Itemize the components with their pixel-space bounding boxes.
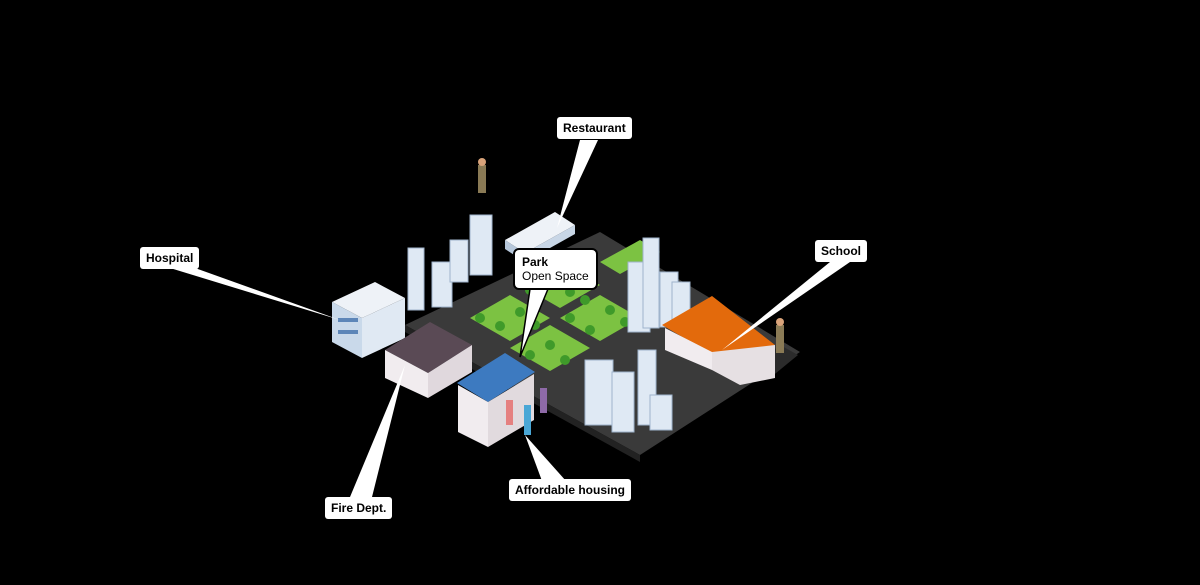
city-base <box>405 232 800 455</box>
school-label[interactable]: School <box>815 240 868 262</box>
school-label-text: School <box>821 244 862 258</box>
restaurant-label-text: Restaurant <box>563 121 626 135</box>
school-pointer <box>722 262 850 350</box>
restaurant-label[interactable]: Restaurant <box>557 117 632 139</box>
affordable-housing-label-text: Affordable housing <box>515 483 625 497</box>
restaurant-pointer <box>557 140 598 228</box>
skyscrapers <box>407 214 691 433</box>
fire-dept-pointer <box>350 365 405 497</box>
fire-dept-label[interactable]: Fire Dept. <box>325 497 393 519</box>
fire-dept-building <box>385 322 472 398</box>
hospital-label-text: Hospital <box>146 251 194 265</box>
fire-dept-label-text: Fire Dept. <box>331 501 387 515</box>
park-label-subtitle: Open Space <box>522 269 589 283</box>
park-label[interactable]: Park Open Space <box>513 248 598 290</box>
affordable-housing-label[interactable]: Affordable housing <box>509 479 631 501</box>
park-label-title: Park <box>522 255 549 269</box>
hospital-label[interactable]: Hospital <box>140 247 200 269</box>
hospital-pointer <box>170 268 340 320</box>
hospital-building <box>332 282 405 358</box>
school-building <box>662 296 798 385</box>
people <box>478 158 784 435</box>
affordable-housing-pointer <box>525 435 566 481</box>
